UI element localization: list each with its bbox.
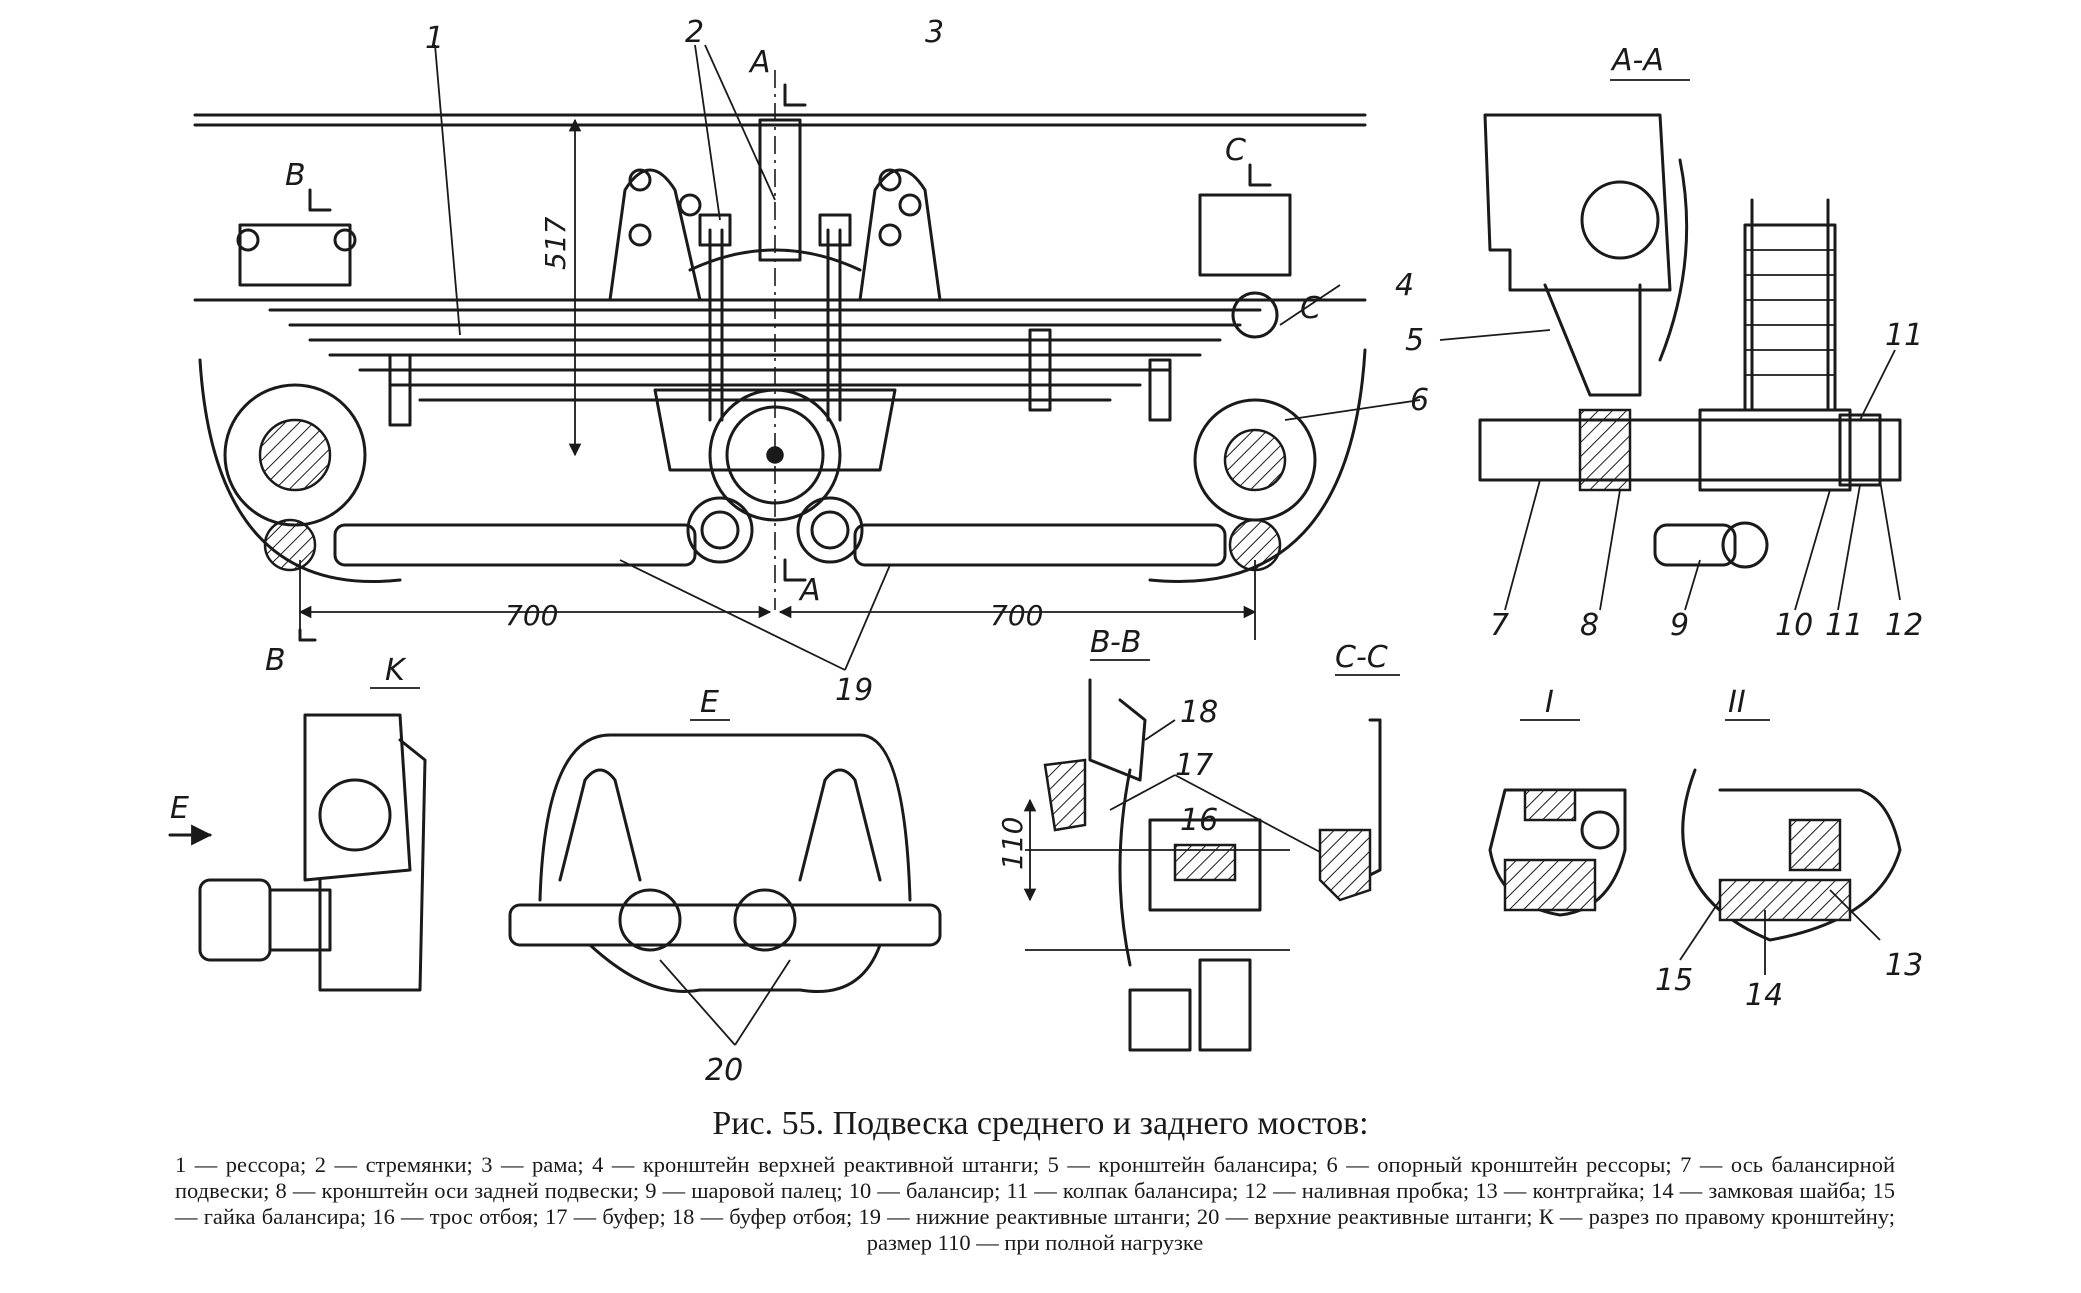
label-1: 1 bbox=[425, 21, 444, 56]
label-2: 2 bbox=[685, 15, 704, 50]
label-11-top: 11 bbox=[1885, 318, 1923, 353]
right-axle bbox=[1148, 193, 1367, 583]
frame-rail bbox=[193, 113, 1367, 302]
figure-legend: 1 — рессора; 2 — стремянки; 3 — рама; 4 … bbox=[175, 1152, 1895, 1255]
label-11-bottom: 11 bbox=[1825, 608, 1863, 643]
label-6: 6 bbox=[1410, 383, 1429, 418]
section-b-bottom: B bbox=[265, 643, 286, 678]
label-7: 7 bbox=[1490, 608, 1509, 643]
dimension-lines bbox=[298, 118, 1257, 640]
left-axle bbox=[198, 223, 402, 583]
title-e: E bbox=[700, 685, 719, 720]
label-17: 17 bbox=[1175, 748, 1213, 783]
section-b-top: B bbox=[285, 158, 306, 193]
section-c-bottom: C bbox=[1300, 291, 1321, 326]
lower-reaction-rods bbox=[263, 496, 1282, 572]
label-14: 14 bbox=[1745, 978, 1783, 1013]
label-5: 5 bbox=[1405, 323, 1424, 358]
title-cc: C-C bbox=[1335, 640, 1388, 675]
balancer-bracket-center bbox=[608, 118, 942, 302]
title-ii: II bbox=[1728, 685, 1746, 720]
dimension-700-left: 700 bbox=[505, 599, 558, 632]
arrow-e-label: E bbox=[170, 791, 189, 826]
u-bolts bbox=[698, 213, 852, 422]
figure-caption: Рис. 55. Подвеска среднего и заднего мос… bbox=[712, 1105, 1369, 1142]
title-aa: A-A bbox=[1610, 43, 1664, 78]
label-18: 18 bbox=[1180, 695, 1218, 730]
section-bb-view: B-B 110 18 17 16 bbox=[996, 625, 1336, 1052]
section-cc-view: C-C bbox=[1318, 640, 1400, 902]
label-19: 19 bbox=[835, 673, 873, 708]
main-side-view: 1 2 3 4 5 6 19 A A B B C C 517 700 700 bbox=[193, 15, 1429, 708]
main-leaders bbox=[434, 44, 1421, 671]
label-8: 8 bbox=[1580, 608, 1599, 643]
title-i: I bbox=[1545, 685, 1554, 720]
title-bb: B-B bbox=[1090, 625, 1141, 660]
section-a-top: A bbox=[748, 45, 771, 80]
section-markers bbox=[298, 83, 1272, 642]
section-c-top: C bbox=[1225, 133, 1246, 168]
label-15: 15 bbox=[1655, 963, 1693, 998]
label-9: 9 bbox=[1670, 608, 1689, 643]
detail-ii: II 15 14 13 bbox=[1655, 685, 1923, 1013]
label-13: 13 bbox=[1885, 948, 1923, 983]
label-20: 20 bbox=[705, 1053, 743, 1088]
label-10: 10 bbox=[1775, 608, 1813, 643]
aa-spring-stack bbox=[1743, 198, 1837, 412]
label-16: 16 bbox=[1180, 803, 1218, 838]
leaf-spring bbox=[268, 308, 1262, 427]
label-3: 3 bbox=[925, 15, 944, 50]
view-e: E 20 bbox=[508, 685, 942, 1088]
view-k: K E bbox=[168, 653, 427, 992]
section-aa-view: A-A bbox=[1439, 43, 1923, 643]
label-4: 4 bbox=[1395, 268, 1414, 303]
dimension-110: 110 bbox=[996, 817, 1029, 870]
label-12: 12 bbox=[1885, 608, 1923, 643]
dimension-700-right: 700 bbox=[990, 599, 1043, 632]
dimension-517: 517 bbox=[539, 216, 572, 270]
section-a-bottom: A bbox=[798, 573, 821, 608]
detail-i: I bbox=[1488, 685, 1627, 917]
title-k: K bbox=[385, 653, 407, 688]
balancer-hub bbox=[653, 388, 897, 522]
aa-leaders bbox=[1439, 329, 1901, 611]
